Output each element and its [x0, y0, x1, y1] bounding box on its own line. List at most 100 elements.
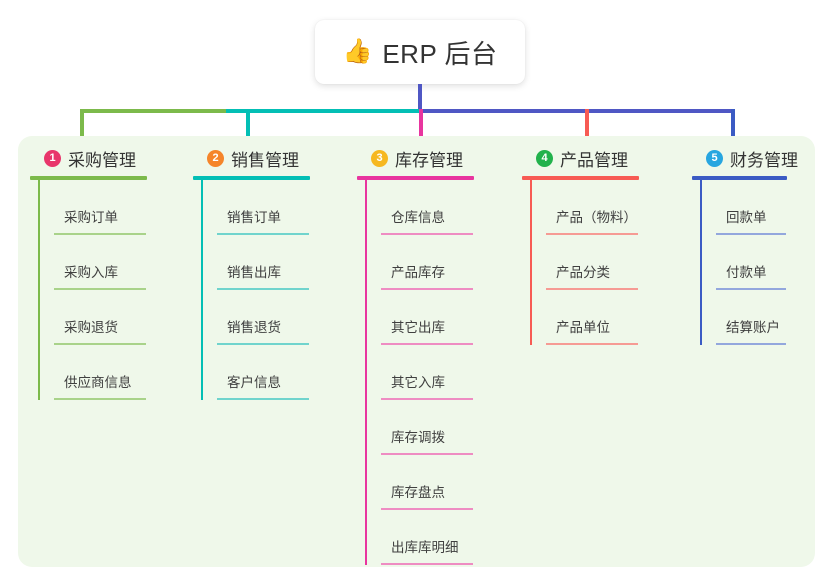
branch-item-underline [381, 398, 473, 400]
branch-header-5[interactable]: 5 财务管理 [692, 146, 822, 170]
branch-header-2[interactable]: 2 销售管理 [193, 146, 345, 170]
bus-leg-5 [731, 109, 735, 137]
branch-underline [522, 176, 639, 180]
branch-item-label: 产品分类 [556, 265, 610, 280]
branch-item-label: 客户信息 [227, 375, 281, 390]
branch-spine [365, 180, 367, 565]
branch-item-label: 库存调拨 [391, 430, 445, 445]
branch-item[interactable]: 产品库存 [373, 235, 509, 290]
branch-item[interactable]: 销售退货 [209, 290, 345, 345]
branch-spine [530, 180, 532, 345]
branch-spine [700, 180, 702, 345]
branch-item-label: 产品单位 [556, 320, 610, 335]
branch-item-label: 结算账户 [726, 320, 780, 335]
branch-item-list: 仓库信息产品库存其它出库其它入库库存调拨库存盘点出库库明细 [365, 180, 509, 565]
branch-item[interactable]: 客户信息 [209, 345, 345, 400]
branch-item[interactable]: 回款单 [708, 180, 822, 235]
bus-segment-3 [419, 109, 735, 113]
branch-item-label: 回款单 [726, 210, 767, 225]
branch-item-list: 产品（物料） 产品分类产品单位 [530, 180, 674, 345]
root-trunk-connector [418, 84, 422, 112]
branch-item-label: 采购退货 [64, 320, 118, 335]
branch-item[interactable]: 结算账户 [708, 290, 822, 345]
branch-item[interactable]: 采购退货 [46, 290, 182, 345]
branch-item-underline [716, 343, 786, 345]
branch-item-label: 采购订单 [64, 210, 118, 225]
branch-item-label: 产品库存 [391, 265, 445, 280]
branches-panel [18, 136, 815, 567]
branch-number-badge: 1 [44, 149, 61, 167]
bus-segment-2 [226, 109, 419, 113]
branch-item-label: 销售退货 [227, 320, 281, 335]
branch-underline [357, 176, 474, 180]
branch-item-label: 仓库信息 [391, 210, 445, 225]
branch-item[interactable]: 供应商信息 [46, 345, 182, 400]
branch-item-label: 库存盘点 [391, 485, 445, 500]
branch-item[interactable]: 库存调拨 [373, 400, 509, 455]
branch-item-label: 销售订单 [227, 210, 281, 225]
branch-item-list: 采购订单采购入库采购退货供应商信息 [38, 180, 182, 400]
branch-item-list: 回款单付款单结算账户 [700, 180, 822, 345]
branch-item-underline [546, 343, 638, 345]
branch-item-underline [546, 233, 638, 235]
branch-item-underline [217, 398, 309, 400]
branch-item-underline [381, 343, 473, 345]
branch-item[interactable]: 产品分类 [538, 235, 674, 290]
thumbs-up-icon: 👍 [342, 38, 373, 65]
branch-item[interactable]: 销售订单 [209, 180, 345, 235]
bus-leg-4 [585, 109, 589, 137]
branch-item[interactable]: 产品单位 [538, 290, 674, 345]
branch-spine [38, 180, 40, 400]
branch-item-underline [381, 288, 473, 290]
bus-leg-2 [246, 109, 250, 137]
branch-item[interactable]: 产品（物料） [538, 180, 674, 235]
branch-title: 产品管理 [560, 150, 628, 170]
bus-leg-1 [80, 109, 84, 137]
branch-underline [30, 176, 147, 180]
branch-item[interactable]: 出库库明细 [373, 510, 509, 565]
branch-item-underline [716, 288, 786, 290]
branch-number-badge: 2 [207, 149, 224, 167]
branch-item-underline [716, 233, 786, 235]
branch-title: 库存管理 [395, 150, 463, 170]
branch-item[interactable]: 销售出库 [209, 235, 345, 290]
branch-item[interactable]: 仓库信息 [373, 180, 509, 235]
branch-column-5: 5 财务管理回款单付款单结算账户 [692, 146, 822, 345]
branch-item-label: 其它出库 [391, 320, 445, 335]
branch-header-4[interactable]: 4 产品管理 [522, 146, 674, 170]
branch-item[interactable]: 采购入库 [46, 235, 182, 290]
branch-number-badge: 4 [536, 149, 553, 167]
branch-item-underline [54, 233, 146, 235]
branch-item-label: 采购入库 [64, 265, 118, 280]
branch-item-underline [54, 343, 146, 345]
bus-segment-1 [80, 109, 226, 113]
branch-item[interactable]: 采购订单 [46, 180, 182, 235]
branch-underline [692, 176, 787, 180]
branch-item-underline [54, 398, 146, 400]
branch-item-list: 销售订单销售出库销售退货客户信息 [201, 180, 345, 400]
branch-item[interactable]: 其它出库 [373, 290, 509, 345]
branch-item-underline [217, 233, 309, 235]
branch-title: 财务管理 [730, 150, 798, 170]
branch-item-label: 出库库明细 [391, 540, 459, 555]
branch-number-badge: 5 [706, 149, 723, 167]
root-node[interactable]: 👍 ERP 后台 [315, 20, 525, 84]
branch-item-underline [546, 288, 638, 290]
branch-title: 销售管理 [231, 150, 299, 170]
branch-item[interactable]: 库存盘点 [373, 455, 509, 510]
bus-leg-3 [419, 109, 423, 137]
branch-item[interactable]: 付款单 [708, 235, 822, 290]
branch-item-underline [217, 343, 309, 345]
branch-column-2: 2 销售管理销售订单销售出库销售退货客户信息 [193, 146, 345, 400]
branch-item-label: 供应商信息 [64, 375, 132, 390]
branch-item-label: 销售出库 [227, 265, 281, 280]
branch-item[interactable]: 其它入库 [373, 345, 509, 400]
branch-item-underline [381, 233, 473, 235]
branch-item-label: 其它入库 [391, 375, 445, 390]
branch-item-label: 产品（物料） [556, 210, 637, 225]
branch-item-underline [381, 453, 473, 455]
branch-item-underline [54, 288, 146, 290]
